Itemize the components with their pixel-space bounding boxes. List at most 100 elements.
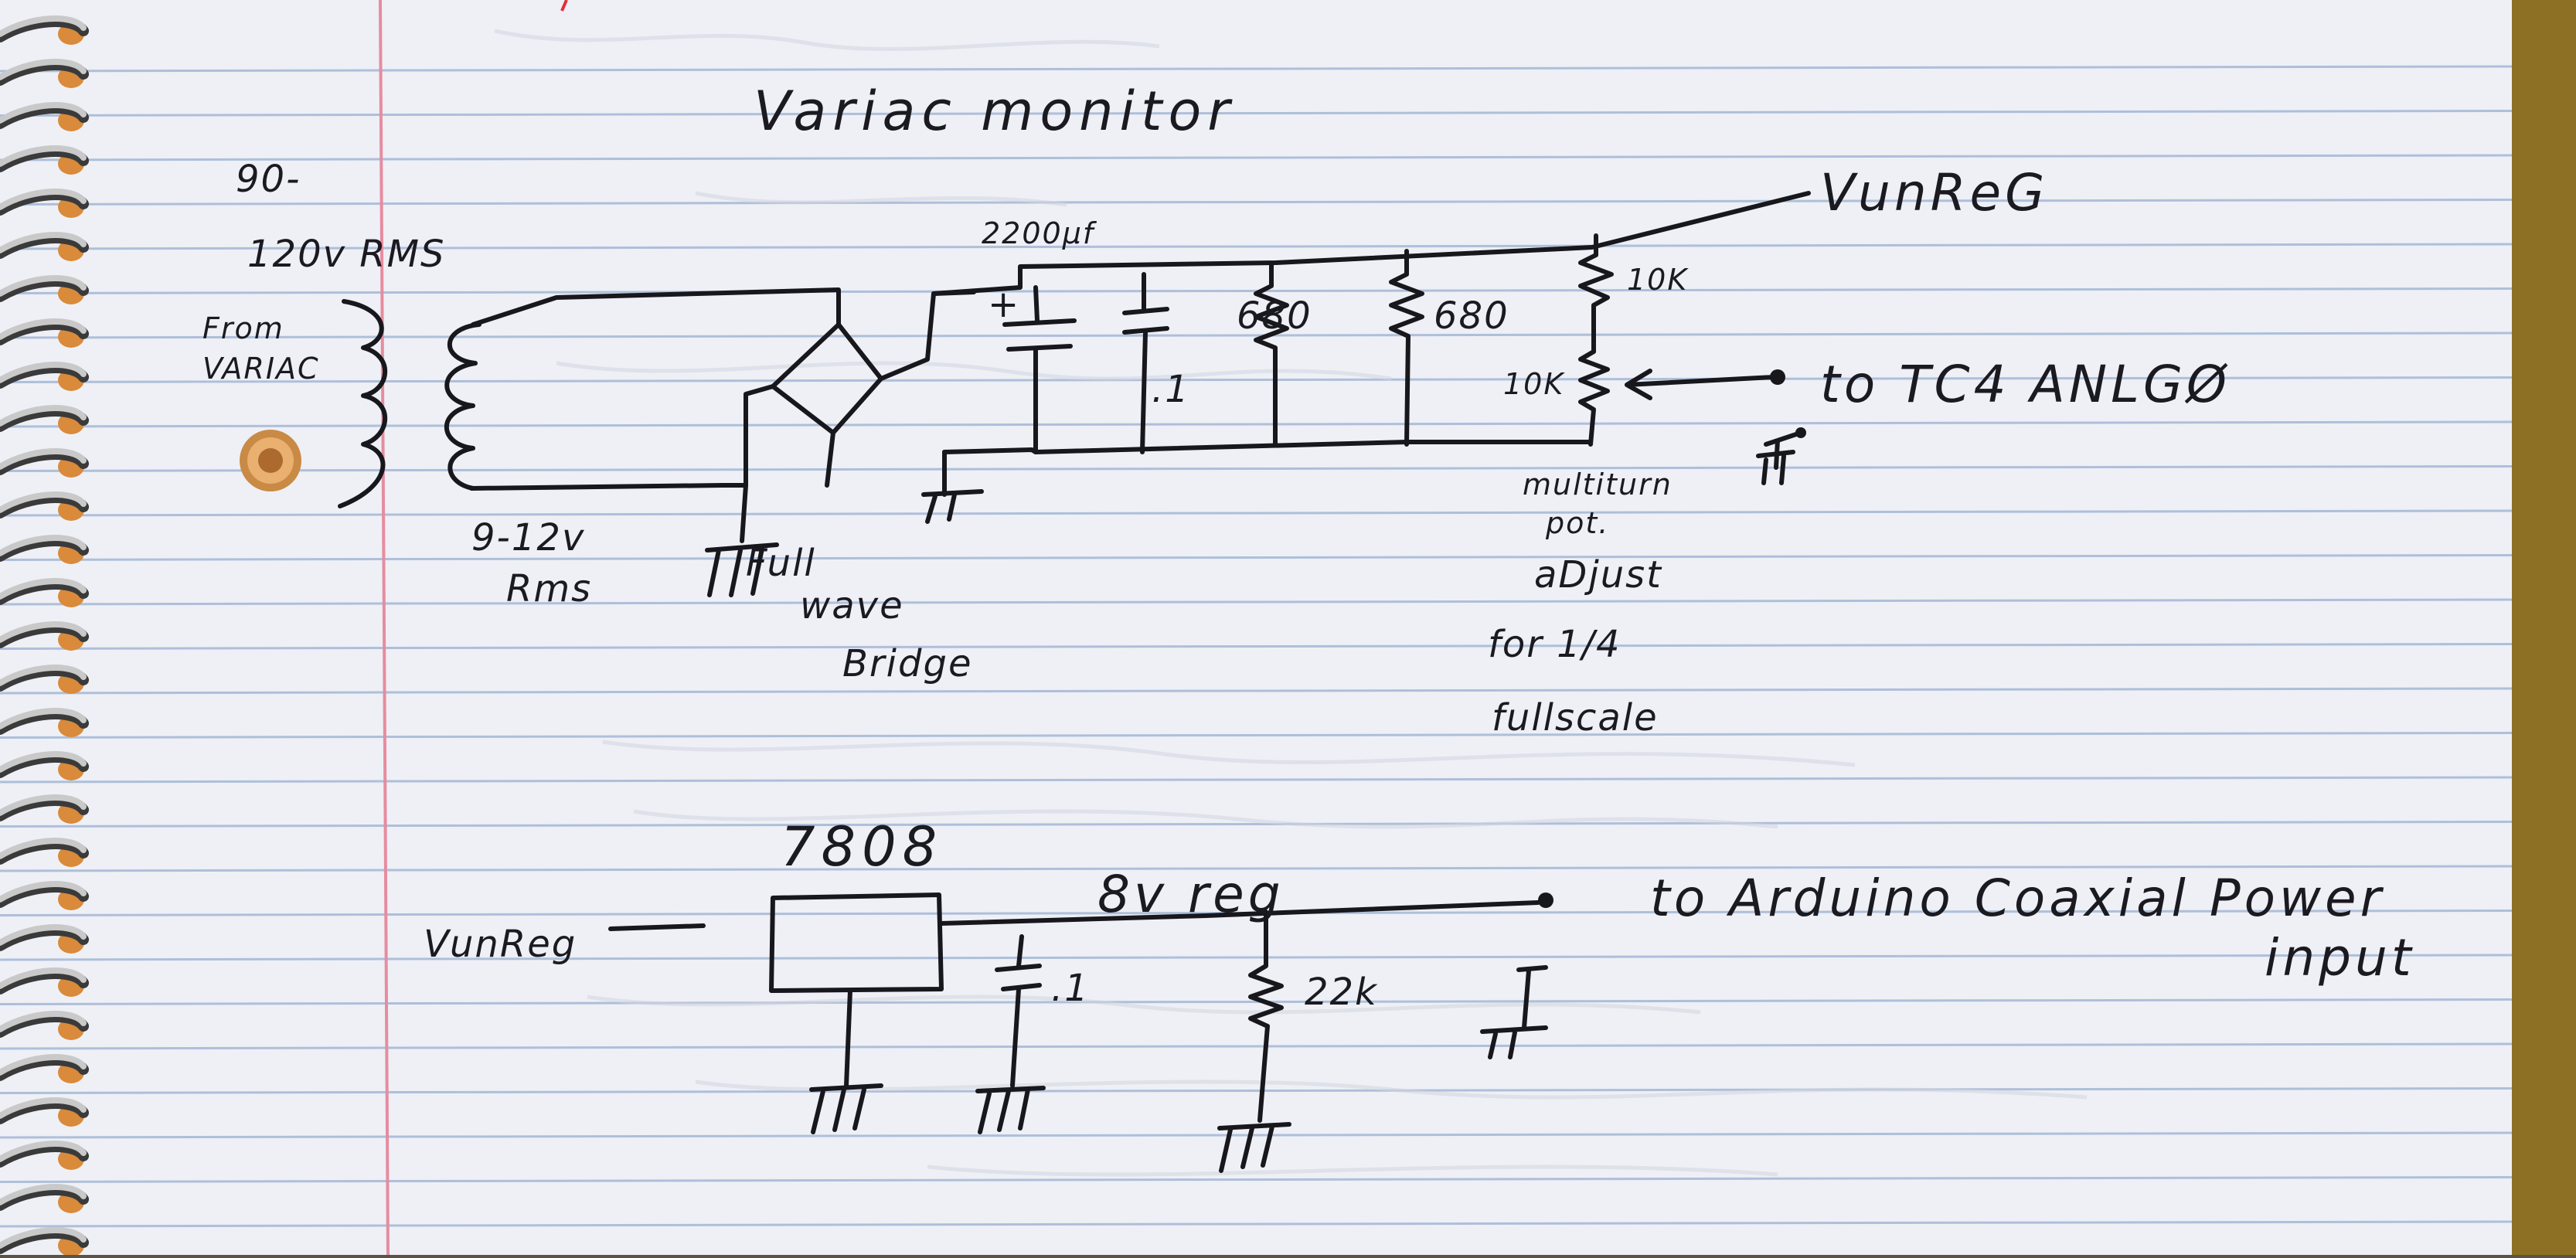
small-capacitor-value: .1 [1152,368,1190,411]
paper [0,0,2512,1255]
wire-8v-rail [939,900,1540,926]
electrolytic-capacitor [1002,285,1077,454]
ruled-line [0,732,2513,739]
capacitor-value-2200: 2200µf [982,216,1097,250]
input-range-bottom: 120v RMS [247,233,446,276]
spiral-ring [0,15,87,37]
ruled-line [0,776,2513,784]
ruled-line [0,643,2513,650]
ground-symbol-filter [921,489,984,524]
ruled-line [0,821,2513,828]
ground-symbol-22k [1217,1122,1291,1173]
ruled-line [0,65,2513,73]
multiturn-pot [1578,349,1785,447]
spiral-binding [0,15,89,1256]
ruled-line [0,199,2513,206]
tc4-output-label: to TC4 ANLGØ [1820,355,2231,414]
ruled-line [0,554,2513,561]
ruled-line [0,1220,2513,1228]
arduino-output-label: to Arduino Coaxial Power [1650,869,2385,928]
ruled-line [0,465,2513,472]
spiral-ring [0,145,87,167]
bridge-wiring [469,287,841,491]
vunreg-label: VunReG [1820,163,2048,223]
resistor-top-value: 10K [1627,263,1689,297]
resistor-b-value: 680 [1434,294,1509,338]
ruled-line [0,865,2513,872]
pot-wiper-arrow [1625,369,1776,400]
wire-bridge-ac [825,430,835,488]
margin-tick [560,0,568,12]
ruled-lines [0,65,2513,1228]
spiral-ring [0,794,87,816]
spiral-ring [0,578,87,600]
resistor-680-a [1254,262,1289,447]
spiral-ring [0,59,87,80]
spiral-ring [0,1054,87,1076]
regulator-ground-wire [844,988,852,1088]
ruled-line [0,243,2513,250]
wire-secondary-top [471,287,841,327]
bridge-label-wave: wave [800,584,904,627]
wire-secondary-bottom [469,483,748,491]
divider-resistor-10k [1578,233,1614,354]
spiral-ring [0,967,87,989]
pot-note-line-2: pot. [1545,506,1609,540]
pot-note-line-4: for 1/4 [1488,623,1621,666]
transformer-symbol [338,299,482,508]
input-range-top: 90- [236,158,301,201]
resistor-680-b [1389,249,1424,447]
wire-bridge-ground [740,384,775,543]
resistor-22k [1248,910,1284,1123]
spiral-ring [0,924,87,946]
8v-reg-label: 8v reg [1097,865,1285,924]
regulator-wiring [608,892,1553,931]
bridge-label-bridge: Bridge [842,642,972,685]
ruled-line [0,287,2513,294]
ruled-line [0,376,2513,383]
from-label: From [202,311,284,345]
spiral-ring [0,665,87,686]
wire-positive-rail [931,191,1811,296]
ruled-line [0,998,2513,1005]
resistor-a-value: 680 [1237,294,1312,338]
arduino-output-label-2: input [2265,928,2415,988]
ground-symbol-bridge [705,542,779,597]
margin-line [379,0,390,1256]
output-terminal-arduino [1538,892,1553,908]
spiral-ring [0,1097,87,1119]
spiral-ring [0,491,87,513]
ruled-line [0,154,2513,162]
spiral-ring [0,362,87,383]
primary-coil [338,299,388,508]
ground-symbol-cap [975,1086,1046,1134]
pot-note-line-1: multiturn [1523,468,1673,502]
spiral-ring [0,751,87,773]
spiral-ring [0,838,87,859]
spiral-ring [0,1141,87,1162]
diagram-title: Variac monitor [754,80,1236,143]
regulator-box [769,892,944,993]
spiral-ring [0,405,87,427]
resistor-22k-value: 22k [1305,971,1378,1014]
pot-value: 10K [1503,367,1565,401]
spiral-ring [0,448,87,470]
ruled-line [0,420,2513,428]
ground-symbol-arduino [1480,965,1548,1059]
spiral-ring [0,1184,87,1205]
ruled-line [0,332,2513,339]
capacitor-plus: + [988,283,1020,326]
ruled-line [0,110,2513,117]
pot-note-line-3: aDjust [1534,553,1662,597]
spiral-ring [0,535,87,556]
spiral-ring [0,275,87,297]
ground-symbol-regulator [809,1083,883,1134]
wire-regulator-input [608,923,706,931]
ruled-line [0,1176,2513,1183]
secondary-voltage-label: 9-12v [471,516,585,559]
bleed-through-writing [494,29,2088,1177]
ruled-line [0,1087,2513,1094]
spiral-ring [0,708,87,729]
secondary-coil [444,322,482,491]
